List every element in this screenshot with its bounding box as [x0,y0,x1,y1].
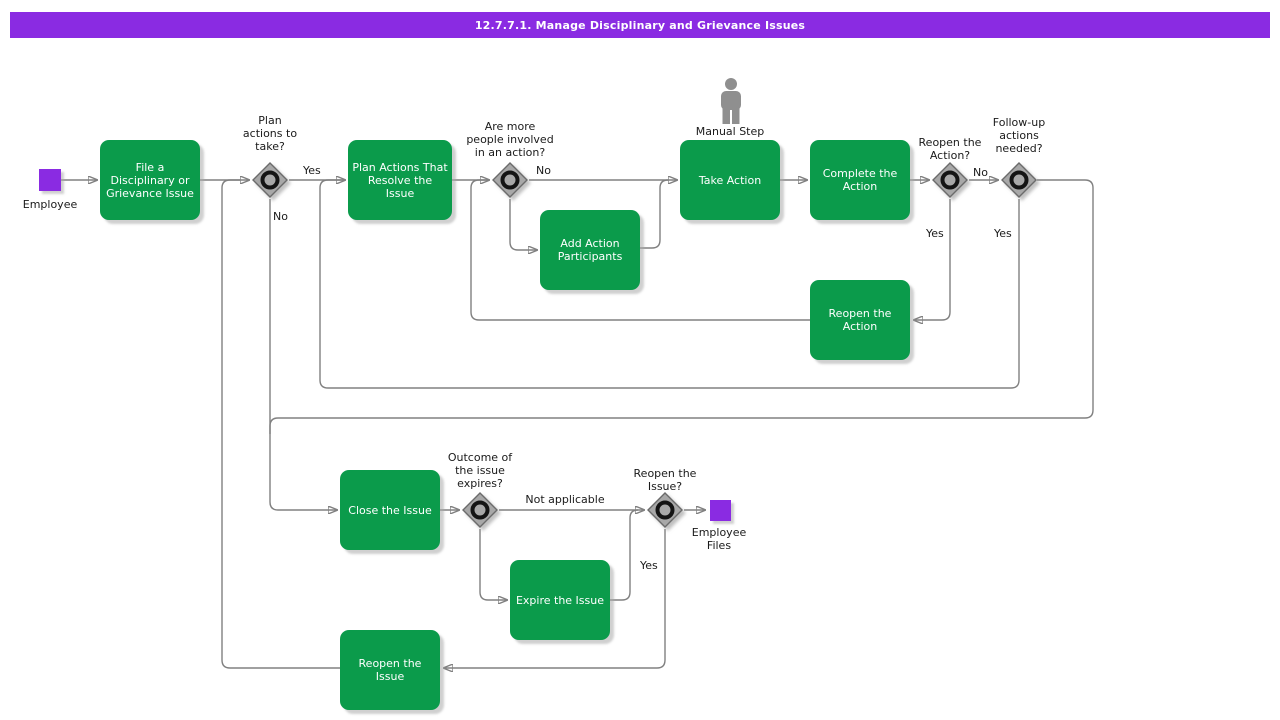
task-expire-the-issue[interactable]: Expire the Issue [510,560,610,640]
edge-label-plan-yes: Yes [303,164,321,177]
question-more-people-involved: Are more people involved in an action? [466,120,554,159]
edge-label-reopen-issue-yes: Yes [640,559,658,572]
edge-label-reopen-action-no: No [973,166,988,179]
task-reopen-the-issue[interactable]: Reopen the Issue [340,630,440,710]
task-file-disciplinary-grievance-issue[interactable]: File a Disciplinary or Grievance Issue [100,140,200,220]
edge-label-followup-yes: Yes [994,227,1012,240]
connector-reopen-issue-yes-to-reopen-issue [444,529,666,668]
connector-more-people-to-add-participants [509,199,537,250]
start-event-square [39,169,61,191]
task-add-action-participants[interactable]: Add Action Participants [540,210,640,290]
decision-reopen-the-action [932,162,968,198]
connector-reopen-action-loop-to-more-people [470,179,810,321]
question-followup-actions-needed: Follow-up actions needed? [992,116,1046,155]
connector-followup-yes-loop-to-plan-actions [319,179,1020,389]
task-close-the-issue[interactable]: Close the Issue [340,470,440,550]
connector-expire-issue-merge [610,509,639,601]
decision-outcome-issue-expires [462,492,498,528]
task-reopen-the-action[interactable]: Reopen the Action [810,280,910,360]
person-icon [716,78,746,128]
decision-reopen-the-issue [647,492,683,528]
edge-label-more-people-no: No [536,164,551,177]
diagram-title: 12.7.7.1. Manage Disciplinary and Grieva… [10,12,1270,38]
manual-step-label: Manual Step [695,125,765,138]
start-event-label: Employee [22,198,78,211]
edge-label-outcome-not-applicable: Not applicable [525,493,605,506]
decision-followup-actions-needed [1001,162,1037,198]
task-take-action[interactable]: Take Action [680,140,780,220]
task-plan-actions-resolve-issue[interactable]: Plan Actions That Resolve the Issue [348,140,452,220]
connector-followup-no-to-close-issue [269,179,1094,434]
question-reopen-the-action: Reopen the Action? [918,136,982,162]
connector-add-participants-merge [640,179,669,249]
connector-reopen-yes-to-reopen-action [914,199,951,320]
connector-plan-no-to-close-issue [269,199,337,510]
question-plan-actions-to-take: Plan actions to take? [242,114,298,153]
edge-label-plan-no: No [273,210,288,223]
task-complete-the-action[interactable]: Complete the Action [810,140,910,220]
question-reopen-the-issue: Reopen the Issue? [633,467,697,493]
connector-reopen-issue-loop-to-start-flow [221,179,340,669]
edge-label-reopen-action-yes: Yes [926,227,944,240]
end-event-label: Employee Files [691,526,747,552]
connector-outcome-to-expire-issue [479,529,507,600]
question-outcome-issue-expires: Outcome of the issue expires? [447,451,513,490]
decision-more-people-involved [492,162,528,198]
end-event-square [710,500,731,521]
decision-plan-actions-to-take [252,162,288,198]
